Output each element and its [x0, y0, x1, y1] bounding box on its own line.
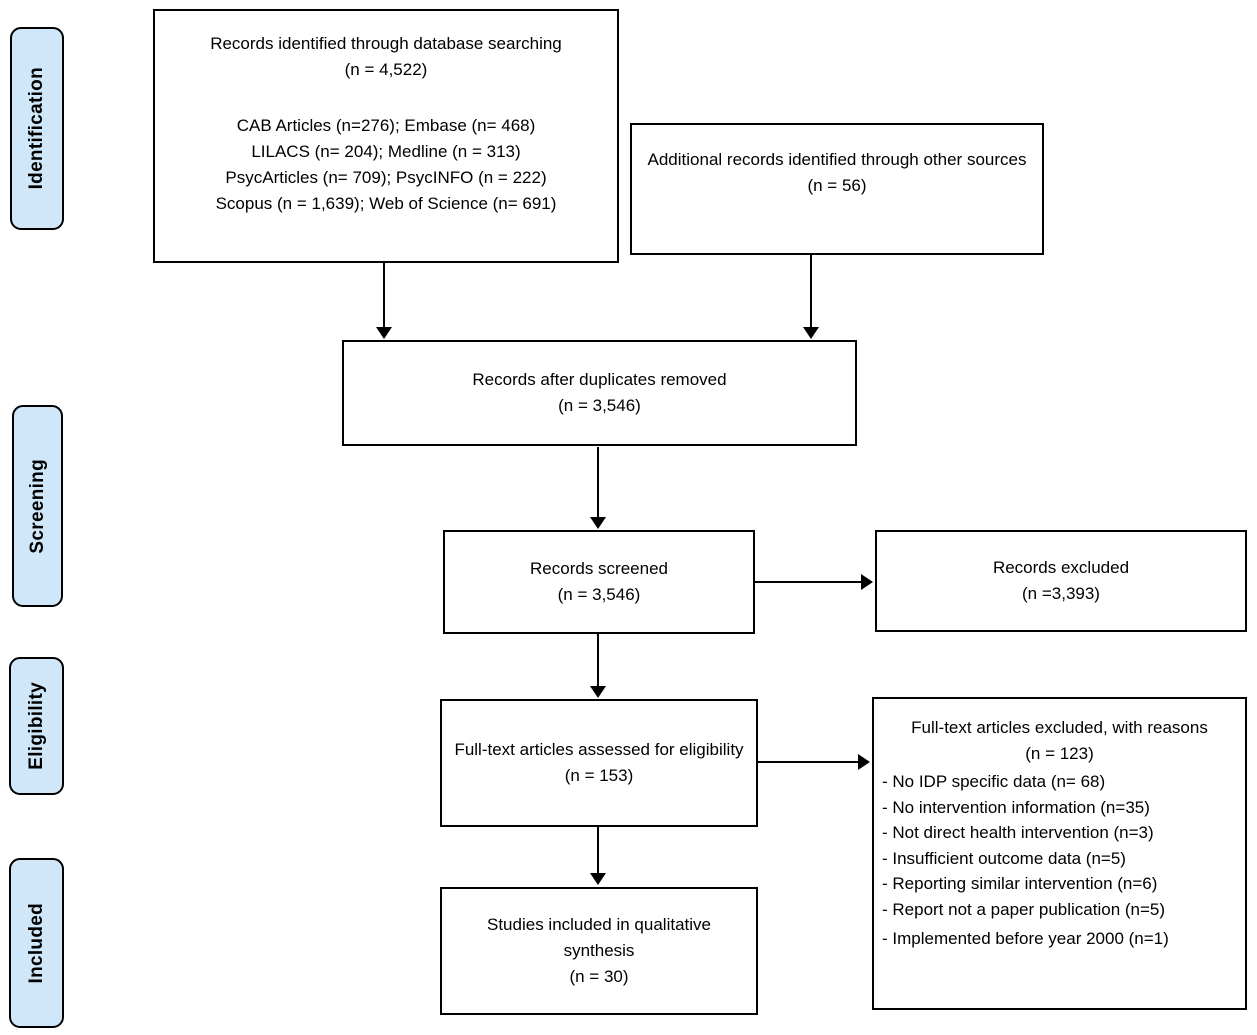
box-qualitative-synthesis-count: (n = 30) — [569, 967, 629, 986]
arrow-shaft — [383, 263, 385, 328]
exclusion-reason: - Reporting similar intervention (n=6) — [882, 874, 1158, 893]
arrow-shaft — [755, 581, 862, 583]
stage-eligibility: Eligibility — [9, 657, 64, 795]
exclusion-reason: - Report not a paper publication (n=5) — [882, 899, 1166, 919]
arrow-fulltext-to-excluded — [758, 754, 870, 770]
box-after-duplicates-title: Records after duplicates removed — [472, 370, 727, 389]
arrow-other-to-dedup — [803, 255, 819, 339]
arrow-dedup-to-screened — [590, 447, 606, 529]
db-source-line: CAB Articles (n=276); Embase (n= 468) — [236, 116, 536, 135]
box-qualitative-synthesis: Studies included in qualitative synthesi… — [440, 887, 758, 1015]
arrow-shaft — [758, 761, 859, 763]
stage-eligibility-label: Eligibility — [25, 682, 47, 770]
box-fulltext-assessed: Full-text articles assessed for eligibil… — [440, 699, 758, 827]
exclusion-reason: - Insufficient outcome data (n=5) — [882, 848, 1126, 868]
box-qualitative-synthesis-title: Studies included in qualitative synthesi… — [487, 915, 711, 960]
stage-identification: Identification — [10, 27, 64, 230]
stage-identification-label: Identification — [26, 67, 47, 190]
arrow-head-icon — [376, 327, 392, 339]
box-additional-records-title: Additional records identified through ot… — [647, 150, 1027, 169]
exclusion-reason: - Not direct health intervention (n=3) — [882, 823, 1154, 842]
arrow-screened-to-excluded — [755, 574, 873, 590]
arrow-head-icon — [803, 327, 819, 339]
box-records-screened-title: Records screened — [530, 559, 668, 578]
box-records-screened-count: (n = 3,546) — [557, 585, 641, 604]
box-records-identified-count: (n = 4,522) — [344, 60, 428, 79]
arrow-shaft — [597, 447, 599, 518]
arrow-head-icon — [590, 873, 606, 885]
box-records-excluded-title: Records excluded — [992, 558, 1130, 577]
arrow-db-to-dedup — [376, 263, 392, 339]
box-records-screened: Records screened (n = 3,546) — [443, 530, 755, 634]
arrow-head-icon — [590, 686, 606, 698]
box-fulltext-excluded-count: (n = 123) — [1025, 744, 1094, 763]
box-fulltext-assessed-title: Full-text articles assessed for eligibil… — [454, 740, 744, 759]
stage-screening: Screening — [12, 405, 63, 607]
box-additional-records: Additional records identified through ot… — [630, 123, 1044, 255]
arrow-shaft — [597, 634, 599, 687]
exclusion-reason: - No intervention information (n=35) — [882, 797, 1150, 817]
box-after-duplicates-count: (n = 3,546) — [558, 396, 641, 415]
box-records-excluded-count: (n =3,393) — [1022, 584, 1100, 603]
db-source-line: LILACS (n= 204); Medline (n = 313) — [251, 142, 521, 161]
box-fulltext-assessed-count: (n = 153) — [564, 766, 634, 785]
exclusion-reason: - No IDP specific data (n= 68) — [882, 772, 1106, 791]
db-source-line: PsycArticles (n= 709); PsycINFO (n = 222… — [225, 168, 547, 187]
db-source-line: Scopus (n = 1,639); Web of Science (n= 6… — [215, 194, 557, 213]
exclusion-reasons-list: - No IDP specific data (n= 68) - No inte… — [874, 767, 1245, 952]
box-records-excluded: Records excluded (n =3,393) — [875, 530, 1247, 632]
box-additional-records-count: (n = 56) — [807, 176, 867, 195]
box-records-identified: Records identified through database sear… — [153, 9, 619, 263]
arrow-shaft — [810, 255, 812, 328]
box-after-duplicates: Records after duplicates removed (n = 3,… — [342, 340, 857, 446]
exclusion-reason: - Implemented before year 2000 (n=1) — [882, 929, 1169, 948]
box-fulltext-excluded: Full-text articles excluded, with reason… — [872, 697, 1247, 1010]
arrow-head-icon — [861, 574, 873, 590]
arrow-head-icon — [590, 517, 606, 529]
stage-screening-label: Screening — [26, 458, 48, 554]
stage-included: Included — [9, 858, 64, 1028]
arrow-head-icon — [858, 754, 870, 770]
arrow-fulltext-to-included — [590, 827, 606, 885]
stage-included-label: Included — [25, 902, 47, 984]
box-fulltext-excluded-title: Full-text articles excluded, with reason… — [911, 718, 1208, 737]
arrow-screened-to-fulltext — [590, 634, 606, 698]
arrow-shaft — [597, 827, 599, 874]
box-records-identified-title: Records identified through database sear… — [210, 34, 562, 53]
